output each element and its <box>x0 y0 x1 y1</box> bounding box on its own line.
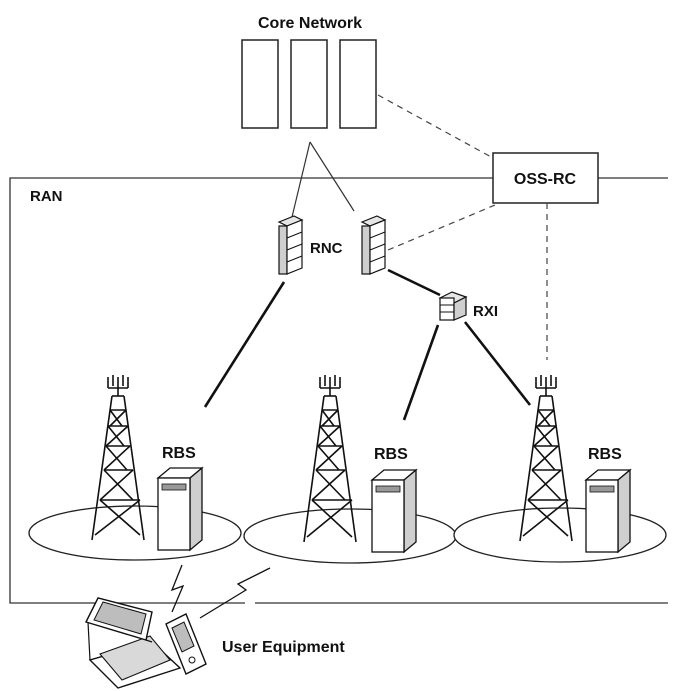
antenna-tower-2 <box>303 375 357 543</box>
antenna-tower-3 <box>519 375 573 542</box>
user-equipment-label: User Equipment <box>222 639 345 656</box>
rbs-site-3: RBS <box>453 375 667 563</box>
core-network: Core Network <box>241 15 377 129</box>
rnc-rack-2 <box>360 215 387 275</box>
link-core-rnc-b <box>309 141 355 212</box>
rbs-site-1: RBS <box>28 375 242 561</box>
ran-boundary: RAN <box>9 177 668 604</box>
coverage-cell-3 <box>453 507 667 563</box>
rbs-cabinet-3 <box>584 468 632 554</box>
radio-links <box>170 564 271 619</box>
mobile-phone-icon <box>165 613 207 675</box>
dashed-link-rnc-oss <box>387 204 496 251</box>
oss-rc-label: OSS-RC <box>514 171 577 188</box>
rxi-label: RXI <box>473 303 498 320</box>
oss-rc: OSS-RC <box>492 152 599 204</box>
core-network-label: Core Network <box>258 15 362 32</box>
transport-links <box>203 268 532 421</box>
user-equipment: User Equipment <box>85 597 345 689</box>
rbs-label-3: RBS <box>588 446 622 463</box>
radio-link-laptop <box>170 564 185 613</box>
coverage-cell-1 <box>28 505 242 561</box>
laptop-icon <box>85 597 182 689</box>
link-core-rnc-a <box>291 141 311 218</box>
link-rxi-rbs2 <box>402 324 440 421</box>
antenna-tower-1 <box>91 375 145 541</box>
link-rnc-rbs1 <box>203 281 286 408</box>
core-network-server-1 <box>241 39 279 129</box>
management-links <box>377 94 548 360</box>
core-rnc-links <box>291 141 355 218</box>
rnc: RNC <box>277 215 387 275</box>
dashed-link-core-oss <box>377 94 494 159</box>
radio-link-phone <box>199 567 271 619</box>
rbs-cabinet-1 <box>156 466 204 552</box>
oss-rc-box <box>492 152 599 204</box>
core-network-server-2 <box>290 39 328 129</box>
rxi: RXI <box>438 291 498 321</box>
rbs-label-2: RBS <box>374 446 408 463</box>
rbs-cabinet-2 <box>370 468 418 554</box>
core-network-server-3 <box>339 39 377 129</box>
rnc-label: RNC <box>310 240 343 257</box>
rnc-rack-1 <box>277 215 304 275</box>
rbs-site-2: RBS <box>243 375 457 564</box>
link-rxi-rbs3 <box>463 321 532 406</box>
link-rnc-rxi <box>387 268 441 297</box>
rbs-label-1: RBS <box>162 445 196 462</box>
ran-label: RAN <box>30 188 63 205</box>
